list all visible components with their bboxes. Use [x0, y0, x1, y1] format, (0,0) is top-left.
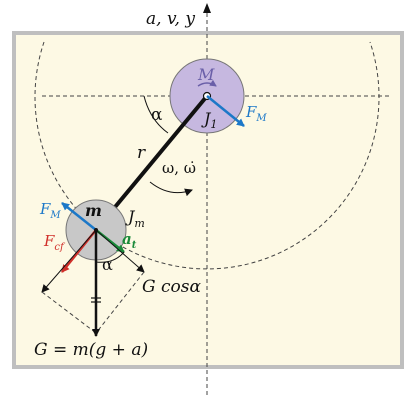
radius-label: r — [137, 143, 146, 163]
axis-arrowhead — [203, 3, 211, 13]
mass-center — [94, 228, 98, 232]
angle-arc-bottom — [95, 251, 125, 263]
mass-force-arrow — [61, 202, 97, 231]
omega-arc — [149, 181, 193, 197]
radial-component-line — [41, 229, 97, 293]
omega-label: ω, ω̇ — [162, 159, 196, 177]
decomposition-dash-2 — [95, 271, 145, 334]
friction-force-label: Fcf — [43, 232, 66, 253]
moment-arc-icon — [197, 79, 217, 87]
mass-inertia-label: Jm — [125, 207, 145, 230]
angle-bottom-label: α — [102, 255, 113, 274]
mass-force-label: FM — [39, 200, 61, 221]
tangential-acc-label: at — [122, 230, 137, 251]
tangent-component-line — [95, 229, 145, 273]
axis-label: a, v, y — [146, 9, 195, 29]
mass-label: m — [85, 201, 102, 220]
trajectory-arc — [34, 41, 380, 270]
moment-label: M — [197, 65, 215, 84]
gravity-equation-label: G = m(g + a) — [34, 340, 148, 360]
decomposition-dash-1 — [41, 291, 97, 334]
pivot-force-arrow — [206, 95, 245, 127]
gravity-component-label: G cosα — [142, 277, 201, 297]
pivot-force-label: FM — [245, 103, 267, 124]
angle-arc-top — [143, 95, 169, 134]
pivot-inertia-label: J1 — [201, 109, 217, 131]
angle-top-label: α — [151, 105, 163, 125]
